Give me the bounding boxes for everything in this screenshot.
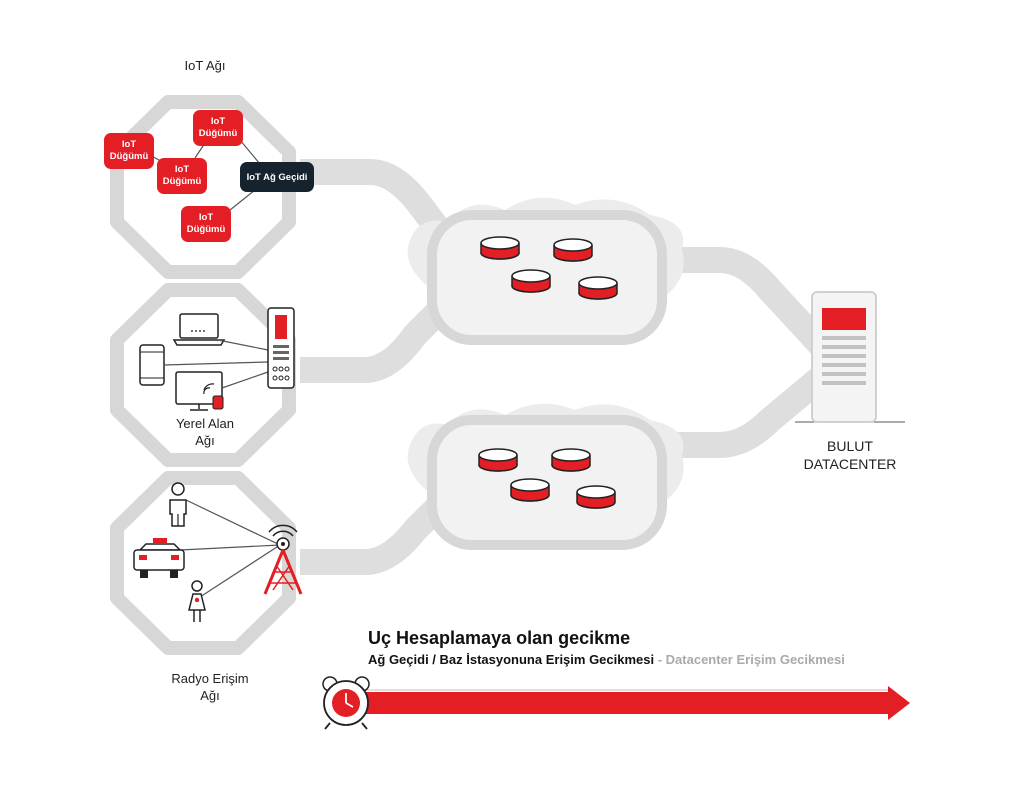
lan-title: Yerel Alan Ağı [150,415,260,449]
latency-subtitle-separator: - [654,652,666,667]
database-icon [551,448,591,472]
iot-network-title: IoT Ağı [184,58,226,73]
database-icon [480,236,520,260]
datacenter-title-line1: BULUT [827,438,873,454]
person-icon [169,482,187,527]
ran-title: Radyo Erişim Ağı [145,670,275,704]
datacenter-title: BULUT DATACENTER [790,437,910,473]
edge-cloud-2 [407,403,684,550]
ran-links [179,499,281,598]
cell-tower-icon [263,524,303,595]
latency-subtitle: Ağ Geçidi / Baz İstasyonuna Erişim Gecik… [368,652,845,667]
latency-subtitle-gateway: Ağ Geçidi / Baz İstasyonuna Erişim Gecik… [368,652,655,667]
ran-title-line2: Ağı [200,688,220,703]
iot-node: IoT Düğümü [181,206,231,242]
pipe-lan-to-cloud [300,290,460,383]
laptop-icon [172,313,226,346]
database-icon [576,485,616,509]
taxi-icon [133,538,185,578]
iot-node: IoT Düğümü [193,110,243,146]
woman-icon [188,580,206,622]
database-icon [578,276,618,300]
lan-links [163,339,269,389]
iot-node: IoT Düğümü [157,158,207,194]
iot-gateway: IoT Ağ Geçidi [240,162,314,192]
latency-arrow [360,686,910,720]
lan-title-line2: Ağı [195,433,215,448]
edge-cloud-1 [407,197,684,345]
ran-devices [133,482,303,622]
database-icon [553,238,593,262]
latency-title: Uç Hesaplamaya olan gecikme [368,628,631,648]
lan-title-line1: Yerel Alan [175,416,235,431]
datacenter-server-icon [795,291,905,423]
pipe-cloud2-to-dc [660,360,839,458]
network-pipes [300,159,840,575]
datacenter-title-line2: DATACENTER [803,456,897,472]
ran-octagon [110,471,296,655]
tablet-icon [139,344,165,386]
iot-node: IoT Düğümü [104,133,154,169]
lan-devices [139,307,295,411]
pipe-cloud1-to-dc [660,247,840,364]
latency-subtitle-datacenter: Datacenter Erişim Gecikmesi [665,652,845,667]
pipe-iot-to-cloud [300,159,461,253]
pipe-ran-to-cloud [300,485,460,575]
ran-title-line1: Radyo Erişim [171,671,249,686]
alarm-clock-icon [322,676,370,730]
database-icon [511,269,551,293]
database-icon [478,448,518,472]
router-icon [267,307,295,389]
database-icon [510,478,550,502]
monitor-icon [175,371,224,411]
